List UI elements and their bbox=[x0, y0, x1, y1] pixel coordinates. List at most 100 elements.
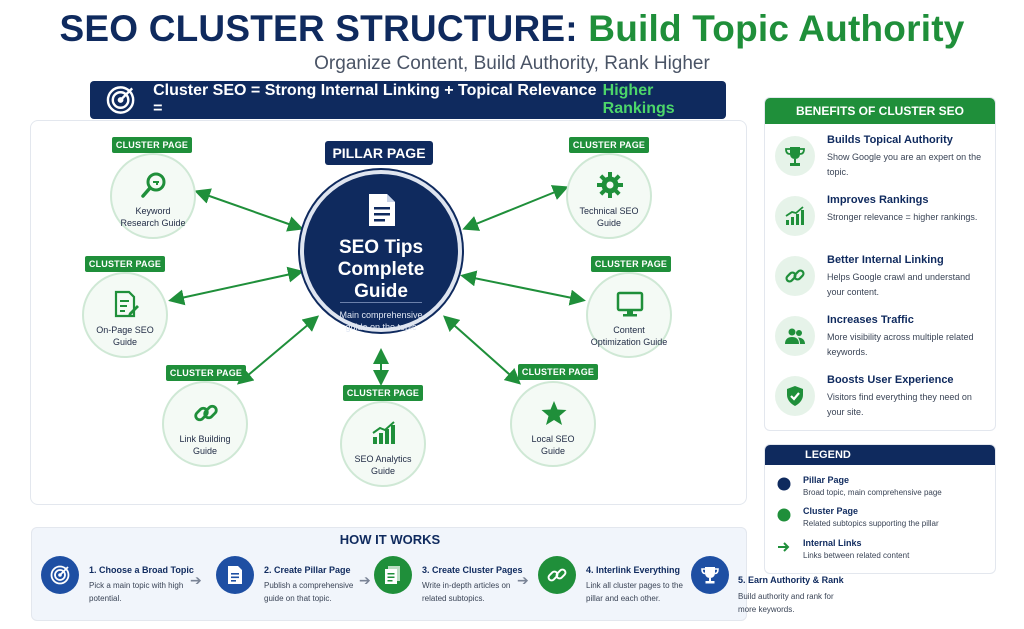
users-icon bbox=[785, 328, 805, 344]
benefit-desc: Helps Google crawl and understand your c… bbox=[827, 272, 971, 297]
benefit-desc: More visibility across multiple related … bbox=[827, 332, 974, 357]
cluster-node-onpage: On-Page SEO Guide bbox=[82, 272, 168, 358]
legend-item-cluster: Cluster Page Related subtopics supportin… bbox=[777, 506, 992, 536]
growth-chart-icon bbox=[785, 206, 804, 225]
how-it-works-heading: HOW IT WORKS bbox=[339, 532, 441, 547]
legend-desc: Related subtopics supporting the pillar bbox=[803, 519, 939, 528]
green-dot-icon bbox=[777, 508, 791, 522]
link-icon bbox=[194, 404, 218, 422]
cluster-node-analytics: SEO Analytics Guide bbox=[340, 401, 426, 487]
cluster-node-local: Local SEO Guide bbox=[510, 381, 596, 467]
benefit-title: Better Internal Linking bbox=[827, 254, 944, 266]
page-subtitle: Organize Content, Build Authority, Rank … bbox=[314, 53, 710, 74]
pillar-description: Main comprehensive guide on the topic bbox=[304, 309, 458, 333]
cluster-label-line1: Local SEO bbox=[531, 434, 575, 444]
cluster-label-linkbuilding: Link Building Guide bbox=[164, 433, 246, 457]
monitor-icon bbox=[616, 291, 644, 317]
cluster-label-keyword: Keyword Research Guide bbox=[112, 205, 194, 229]
cluster-node-linkbuilding: Link Building Guide bbox=[162, 381, 248, 467]
cluster-node-technical: Technical SEO Guide bbox=[566, 153, 652, 239]
title-main: SEO CLUSTER STRUCTURE: bbox=[59, 8, 578, 49]
star-icon bbox=[541, 401, 567, 425]
cluster-label-line2: Guide bbox=[192, 446, 218, 456]
benefit-desc: Visitors find everything they need on yo… bbox=[827, 392, 972, 417]
legend-heading: LEGEND bbox=[765, 445, 995, 465]
title-accent: Build Topic Authority bbox=[588, 8, 965, 49]
pillar-page-label: PILLAR PAGE bbox=[325, 141, 433, 165]
cluster-label-line1: Technical SEO bbox=[579, 206, 639, 216]
benefit-item: Boosts User Experience Visitors find eve… bbox=[775, 374, 990, 432]
trophy-icon bbox=[701, 567, 719, 584]
step-desc: Write in-depth articles on related subto… bbox=[422, 581, 511, 603]
pillar-title: SEO Tips Complete Guide bbox=[304, 237, 458, 303]
pillar-title-line2: Complete bbox=[337, 259, 425, 280]
cluster-node-keyword: Keyword Research Guide bbox=[110, 153, 196, 239]
document-icon bbox=[228, 566, 242, 584]
benefits-panel: BENEFITS OF CLUSTER SEO Builds Topical A… bbox=[764, 97, 996, 431]
step-desc: Link all cluster pages to the pillar and… bbox=[586, 581, 683, 603]
cluster-label-technical: Technical SEO Guide bbox=[568, 205, 650, 229]
how-it-works-panel: HOW IT WORKS 1. Choose a Broad Topic Pic… bbox=[31, 527, 747, 621]
benefit-icon-wrap bbox=[775, 256, 815, 296]
navy-dot-icon bbox=[777, 477, 791, 491]
cluster-label-line1: Link Building bbox=[179, 434, 231, 444]
link-icon bbox=[785, 269, 805, 283]
cluster-label-line1: On-Page SEO bbox=[96, 325, 154, 335]
link-icon bbox=[547, 568, 567, 582]
cluster-label-analytics: SEO Analytics Guide bbox=[342, 453, 424, 477]
step-title: 1. Choose a Broad Topic bbox=[89, 565, 194, 575]
cluster-tag-technical: CLUSTER PAGE bbox=[569, 137, 649, 153]
cluster-node-content: Content Optimization Guide bbox=[586, 272, 672, 358]
cluster-label-onpage: On-Page SEO Guide bbox=[84, 324, 166, 348]
gear-icon bbox=[597, 172, 623, 198]
legend-desc: Broad topic, main comprehensive page bbox=[803, 488, 942, 497]
benefit-title: Boosts User Experience bbox=[827, 374, 954, 386]
magnifier-key-icon bbox=[141, 172, 166, 198]
document-icon bbox=[369, 194, 395, 226]
page-title: SEO CLUSTER STRUCTURE: Build Topic Autho… bbox=[0, 8, 1024, 50]
benefit-title: Improves Rankings bbox=[827, 194, 929, 206]
cluster-tag-onpage: CLUSTER PAGE bbox=[85, 256, 165, 272]
benefit-icon-wrap bbox=[775, 196, 815, 236]
pillar-divider bbox=[340, 302, 422, 303]
cluster-label-line2: Guide bbox=[596, 218, 622, 228]
target-icon bbox=[106, 86, 135, 114]
cluster-label-line2: Guide bbox=[370, 466, 396, 476]
legend-item-links: Internal Links Links between related con… bbox=[777, 538, 992, 568]
step-arrow-icon: ➔ bbox=[359, 572, 371, 588]
benefit-icon-wrap bbox=[775, 136, 815, 176]
pillar-title-line3: Guide bbox=[354, 281, 408, 302]
pillar-page-node: SEO Tips Complete Guide Main comprehensi… bbox=[300, 170, 462, 332]
formula-text: Cluster SEO = Strong Internal Linking + … bbox=[153, 82, 597, 117]
bar-chart-icon bbox=[372, 421, 395, 444]
step-icon-wrap bbox=[691, 556, 729, 594]
step-5-text: 5. Earn Authority & Rank Build authority… bbox=[738, 575, 858, 625]
pillar-desc-line1: Main comprehensive bbox=[339, 310, 423, 320]
legend-item-pillar: Pillar Page Broad topic, main comprehens… bbox=[777, 475, 992, 505]
benefits-heading: BENEFITS OF CLUSTER SEO bbox=[765, 98, 995, 124]
benefit-item: Improves Rankings Stronger relevance = h… bbox=[775, 194, 990, 252]
step-arrow-icon: ➔ bbox=[190, 572, 202, 588]
cluster-label-local: Local SEO Guide bbox=[512, 433, 594, 457]
benefit-desc: Stronger relevance = higher rankings. bbox=[827, 212, 978, 222]
step-title: 2. Create Pillar Page bbox=[264, 565, 351, 575]
benefit-title: Builds Topical Authority bbox=[827, 134, 953, 146]
formula-result: Higher Rankings bbox=[602, 82, 675, 117]
cluster-tag-analytics: CLUSTER PAGE bbox=[343, 385, 423, 401]
legend-title: Pillar Page bbox=[803, 475, 850, 485]
target-icon bbox=[50, 565, 70, 585]
step-icon-wrap bbox=[374, 556, 412, 594]
step-desc: Build authority and rank for more keywor… bbox=[738, 592, 834, 614]
legend-panel: LEGEND Pillar Page Broad topic, main com… bbox=[764, 444, 996, 574]
benefit-item: Better Internal Linking Helps Google cra… bbox=[775, 254, 990, 312]
pillar-title-line1: SEO Tips bbox=[338, 237, 424, 258]
shield-check-icon bbox=[787, 386, 803, 406]
cluster-tag-content: CLUSTER PAGE bbox=[591, 256, 671, 272]
benefit-icon-wrap bbox=[775, 316, 815, 356]
legend-desc: Links between related content bbox=[803, 551, 910, 560]
step-icon-wrap bbox=[538, 556, 576, 594]
step-title: 4. Interlink Everything bbox=[586, 565, 681, 575]
legend-title: Cluster Page bbox=[803, 506, 859, 516]
step-title: 3. Create Cluster Pages bbox=[422, 565, 523, 575]
